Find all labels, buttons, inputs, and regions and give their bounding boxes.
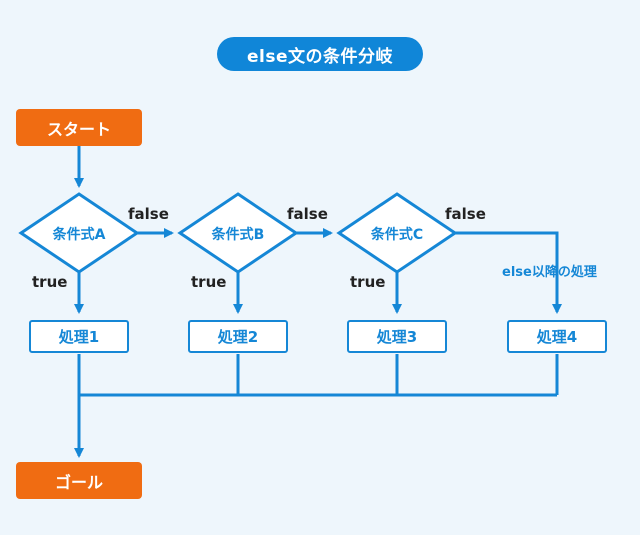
false-label-a: false xyxy=(128,205,169,223)
condition-b-label: 条件式B xyxy=(211,227,265,243)
condition-c-label: 条件式C xyxy=(370,227,424,243)
true-label-c: true xyxy=(350,273,386,291)
goal-node: ゴール xyxy=(16,462,142,499)
else-note: else以降の処理 xyxy=(502,265,597,280)
process-3: 処理3 xyxy=(347,320,447,353)
diamond-a xyxy=(18,192,140,274)
process-1: 処理1 xyxy=(29,320,129,353)
process-2: 処理2 xyxy=(188,320,288,353)
false-label-b: false xyxy=(287,205,328,223)
page-title: else文の条件分岐 xyxy=(217,37,423,71)
condition-a-label: 条件式A xyxy=(52,227,106,243)
diamond-c xyxy=(336,192,458,274)
true-label-a: true xyxy=(32,273,68,291)
false-label-c: false xyxy=(445,205,486,223)
diamond-b xyxy=(177,192,299,274)
true-label-b: true xyxy=(191,273,227,291)
arrow-c-false xyxy=(455,231,562,314)
start-node: スタート xyxy=(16,109,142,146)
process-4: 処理4 xyxy=(507,320,607,353)
